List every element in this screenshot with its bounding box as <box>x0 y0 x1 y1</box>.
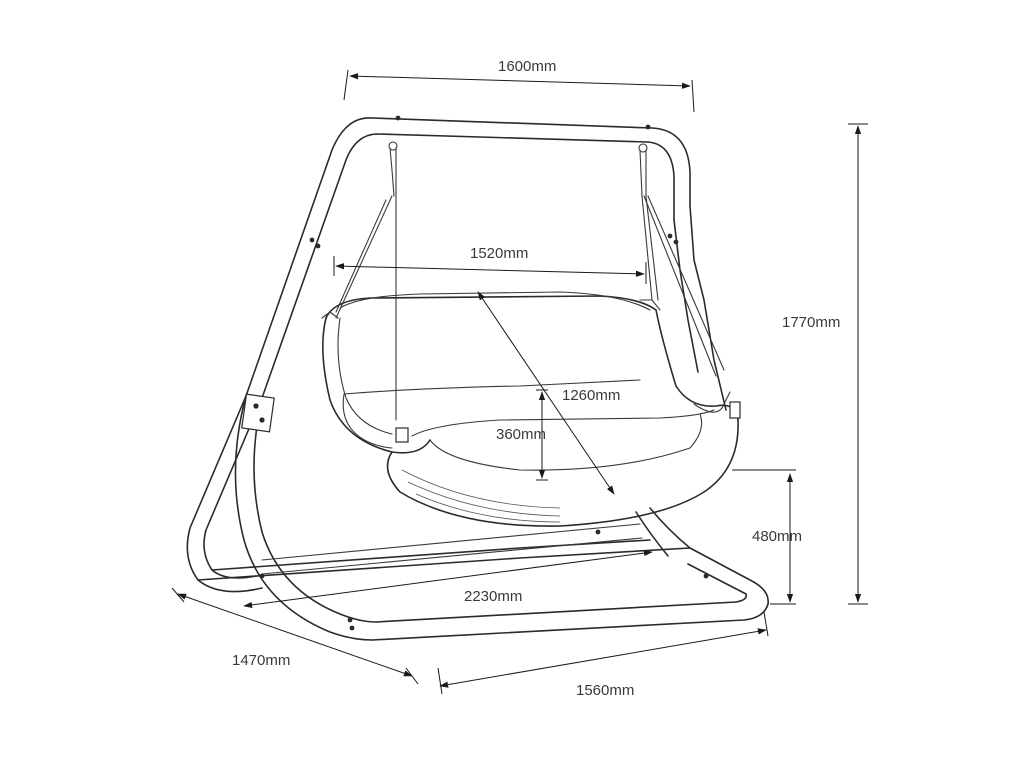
rear-cross-bar-lower <box>261 537 643 575</box>
frame-bolts <box>241 115 709 631</box>
base-front-bar-inner <box>375 563 748 623</box>
dim-line-seat-width <box>335 263 645 277</box>
label-seat-diagonal: 1260mm <box>562 387 620 404</box>
hanging-ropes <box>335 141 725 421</box>
seat-back-cushion <box>339 291 651 311</box>
seat-back-top <box>325 295 657 319</box>
swing-frame <box>186 117 769 641</box>
seat-left-arm <box>322 317 431 454</box>
base-front-bar <box>371 547 769 641</box>
dim-line-base-diagonal <box>243 549 653 609</box>
left-seat-clip <box>395 427 409 443</box>
left-arch-inner <box>203 133 379 579</box>
dim-line-top-width <box>349 73 691 89</box>
dim-line-base-depth <box>177 593 413 677</box>
label-seat-height: 480mm <box>752 528 802 545</box>
label-base-diagonal: 2230mm <box>464 588 522 605</box>
label-seat-depth: 360mm <box>496 426 546 443</box>
right-support-outer <box>689 205 727 411</box>
dim-line-seat-diagonal <box>477 291 615 495</box>
right-curved-leg <box>649 507 691 549</box>
seat-left-arm-inner <box>337 317 393 435</box>
seat-left-wing <box>342 393 393 449</box>
label-base-depth: 1470mm <box>232 652 290 669</box>
left-curved-leg-inner <box>253 399 377 623</box>
left-joint-plate <box>241 393 275 433</box>
left-arch-outer <box>186 117 373 593</box>
dim-line-base-width <box>439 628 767 688</box>
seat-right-wing <box>693 391 731 413</box>
label-seat-width: 1520mm <box>470 245 528 262</box>
label-top-width: 1600mm <box>498 58 556 75</box>
right-curved-leg-inner <box>635 511 669 557</box>
label-base-width: 1560mm <box>576 682 634 699</box>
top-beam-inner <box>377 133 675 221</box>
seat-bowl <box>386 419 739 527</box>
right-seat-clip <box>729 401 741 419</box>
seat-cushion-edge <box>411 409 715 437</box>
label-height: 1770mm <box>782 314 840 331</box>
top-beam <box>371 117 691 207</box>
swing-seat <box>321 291 741 527</box>
dimension-labels: 1600mm 1520mm 1770mm 1260mm 360mm 480mm … <box>232 58 840 699</box>
dimension-lines <box>171 69 868 695</box>
